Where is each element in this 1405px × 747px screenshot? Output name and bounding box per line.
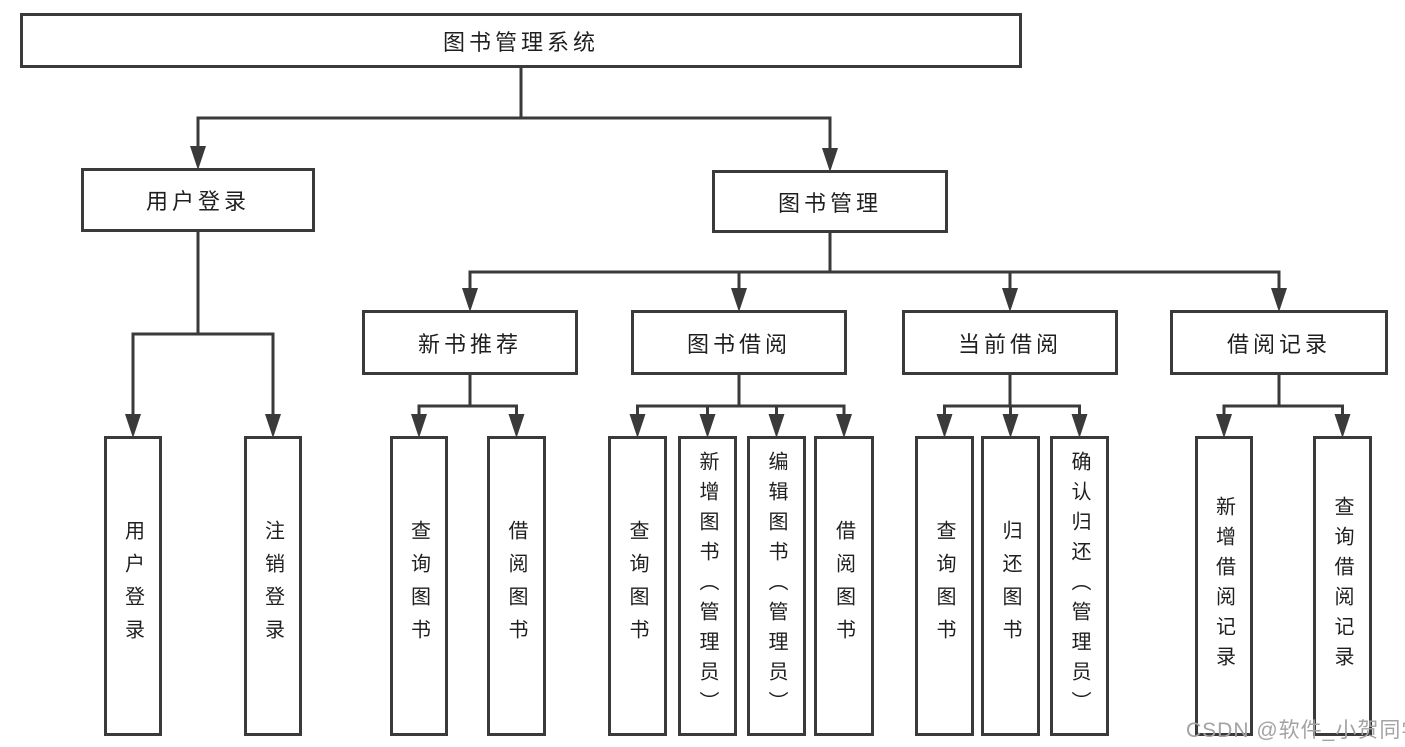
node-label: 查询图书 [933,520,955,652]
arrow-down-icon [1334,414,1351,438]
node-label: 图书管理 [777,190,882,216]
node-book-mgmt: 图书管理 [712,170,948,233]
node-rec-borrow-book: 借阅图书 [487,436,546,736]
arrow-down-icon [508,414,525,438]
node-borrow-records: 借阅记录 [1170,310,1388,375]
node-label: 确认归还（管理员） [1068,451,1090,721]
arrow-down-icon [836,414,852,438]
arrow-down-icon [1216,414,1232,438]
arrow-down-icon [768,414,785,438]
node-label: 注销登录 [261,520,284,652]
node-label: 新书推荐 [417,331,522,357]
node-label: 新增借阅记录 [1212,496,1235,676]
arrow-down-icon [411,414,427,438]
arrow-down-icon [699,414,716,438]
arrow-down-icon [125,414,141,438]
node-label: 新增图书（管理员） [696,451,718,721]
node-label: 查询图书 [407,520,430,652]
node-label: 图书借阅 [686,331,791,357]
arrow-down-icon [936,414,953,438]
node-rec-query-book: 查询图书 [390,436,448,736]
node-logout-leaf: 注销登录 [244,436,302,736]
node-current-borrow: 当前借阅 [902,310,1118,375]
arrow-down-icon [1002,288,1018,312]
node-label: 借阅图书 [505,520,527,652]
arrow-down-icon [462,288,478,312]
node-label: 用户登录 [121,520,144,652]
node-bb-add-book: 新增图书（管理员） [678,436,737,736]
node-label: 借阅图书 [832,520,855,652]
node-cb-confirm-return: 确认归还（管理员） [1050,436,1109,736]
node-cb-query-book: 查询图书 [915,436,974,736]
node-label: 用户登录 [145,189,250,214]
node-label: 编辑图书（管理员） [765,451,787,721]
node-label: 归还图书 [999,520,1021,652]
node-label: 查询借阅记录 [1331,496,1353,676]
arrow-down-icon [265,414,281,438]
watermark-text: CSDN @软件_小贺同学 [1186,719,1405,742]
arrow-down-icon [731,288,747,312]
node-br-query-record: 查询借阅记录 [1313,436,1372,736]
node-label: 图书管理系统 [442,29,599,55]
arrow-down-icon [1271,288,1287,312]
node-label: 借阅记录 [1226,331,1331,357]
node-bb-edit-book: 编辑图书（管理员） [747,436,806,736]
node-label: 查询图书 [626,520,648,652]
node-cb-return-book: 归还图书 [981,436,1040,736]
arrow-down-icon [629,414,646,438]
node-login-leaf: 用户登录 [104,436,162,736]
node-br-add-record: 新增借阅记录 [1195,436,1253,736]
node-root: 图书管理系统 [20,13,1022,68]
arrow-down-icon [1071,414,1088,438]
node-user-login: 用户登录 [81,168,315,232]
arrow-down-icon [1002,414,1019,438]
node-bb-query-book: 查询图书 [608,436,667,736]
arrow-down-icon [822,148,838,172]
node-book-borrow: 图书借阅 [631,310,847,375]
arrow-down-icon [190,146,206,170]
node-label: 当前借阅 [957,331,1062,357]
node-new-book-rec: 新书推荐 [362,310,578,375]
node-bb-borrow-book: 借阅图书 [814,436,874,736]
